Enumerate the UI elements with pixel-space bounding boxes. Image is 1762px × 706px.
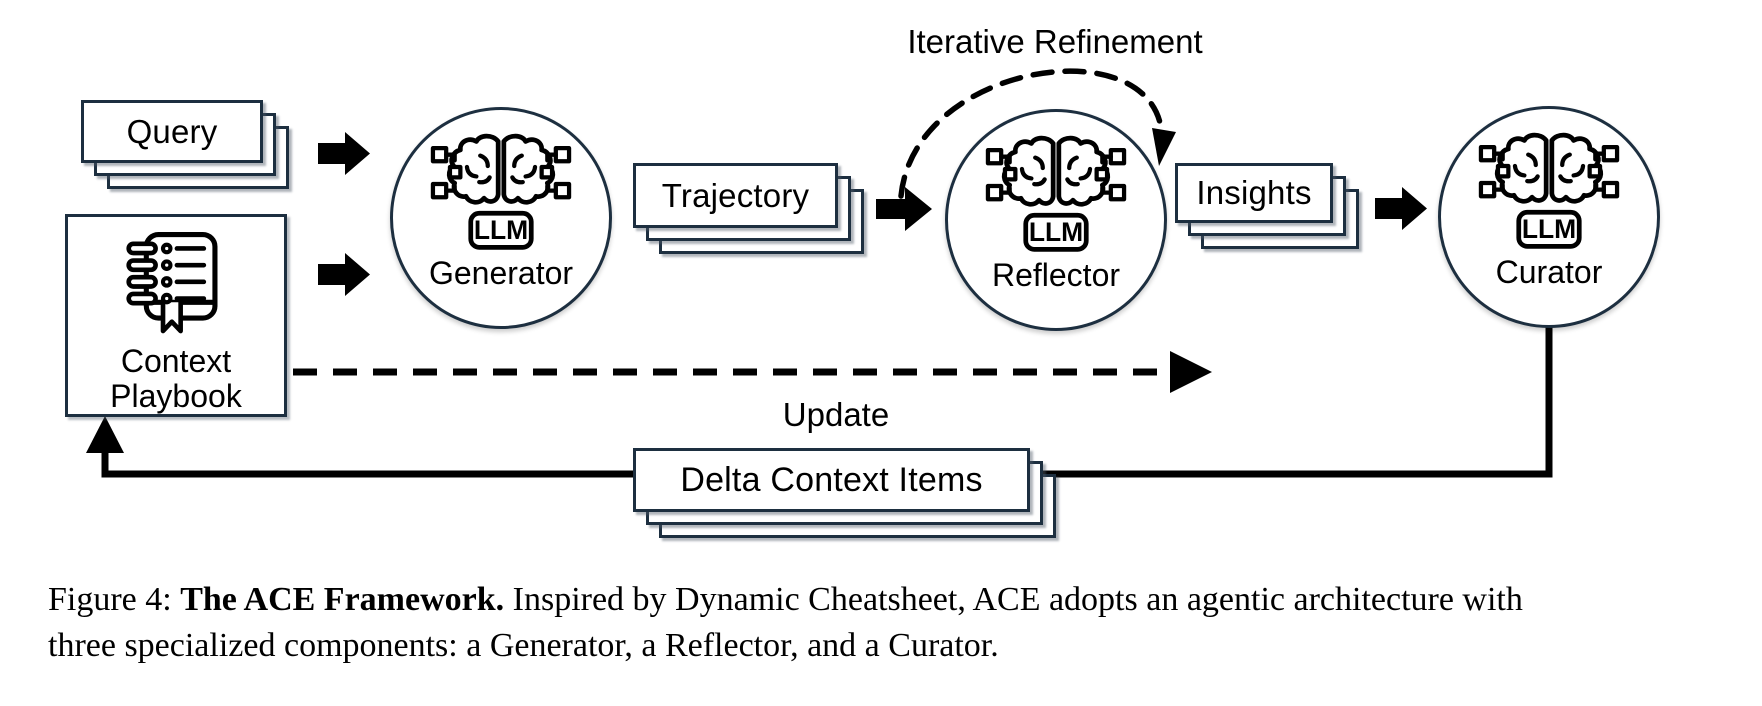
llm-badge: LLM [1522,214,1576,244]
generator-node: LLM Generator [390,107,612,329]
figure-caption: Figure 4: The ACE Framework. Inspired by… [48,577,1578,669]
curator-node: LLM Curator [1438,106,1660,328]
insights-card: Insights [1175,163,1333,223]
llm-brain-icon: LLM [430,132,572,253]
caption-title: The ACE Framework. [180,581,505,618]
context-playbook-line1: Context [120,343,232,379]
reflector-label: Reflector [991,257,1121,293]
arrow-query-to-generator-icon [318,132,370,175]
context-playbook-line2: Playbook [110,378,242,414]
delta-context-items-label: Delta Context Items [680,460,983,499]
curator-label: Curator [1495,254,1603,290]
iterative-loop-arrow [898,68,1176,199]
context-playbook-label: Context Playbook [110,344,242,414]
arrow-trajectory-to-reflector-icon [876,187,932,231]
query-card: Query [81,100,263,163]
context-playbook-box: Context Playbook [65,214,287,417]
delta-card: Delta Context Items [633,448,1030,512]
caption-body: Inspired by Dynamic Cheatsheet, ACE adop… [48,581,1523,664]
llm-brain-icon: LLM [985,134,1127,255]
llm-badge: LLM [1029,217,1083,247]
dashed-update-arrow [293,351,1212,393]
iterative-refinement-label: Iterative Refinement [907,23,1203,60]
reflector-node: LLM Reflector [945,109,1167,331]
query-label: Query [126,112,218,150]
llm-brain-icon: LLM [1478,131,1620,252]
llm-badge: LLM [474,215,528,245]
trajectory-label: Trajectory [661,176,810,214]
notebook-icon [118,229,234,344]
caption-prefix: Figure 4: [48,581,181,618]
trajectory-card: Trajectory [633,163,838,228]
arrow-playbook-to-generator-icon [318,253,370,296]
update-label: Update [782,396,890,433]
arrow-insights-to-curator-icon [1375,187,1427,230]
insights-label: Insights [1196,174,1312,211]
generator-label: Generator [428,255,574,291]
